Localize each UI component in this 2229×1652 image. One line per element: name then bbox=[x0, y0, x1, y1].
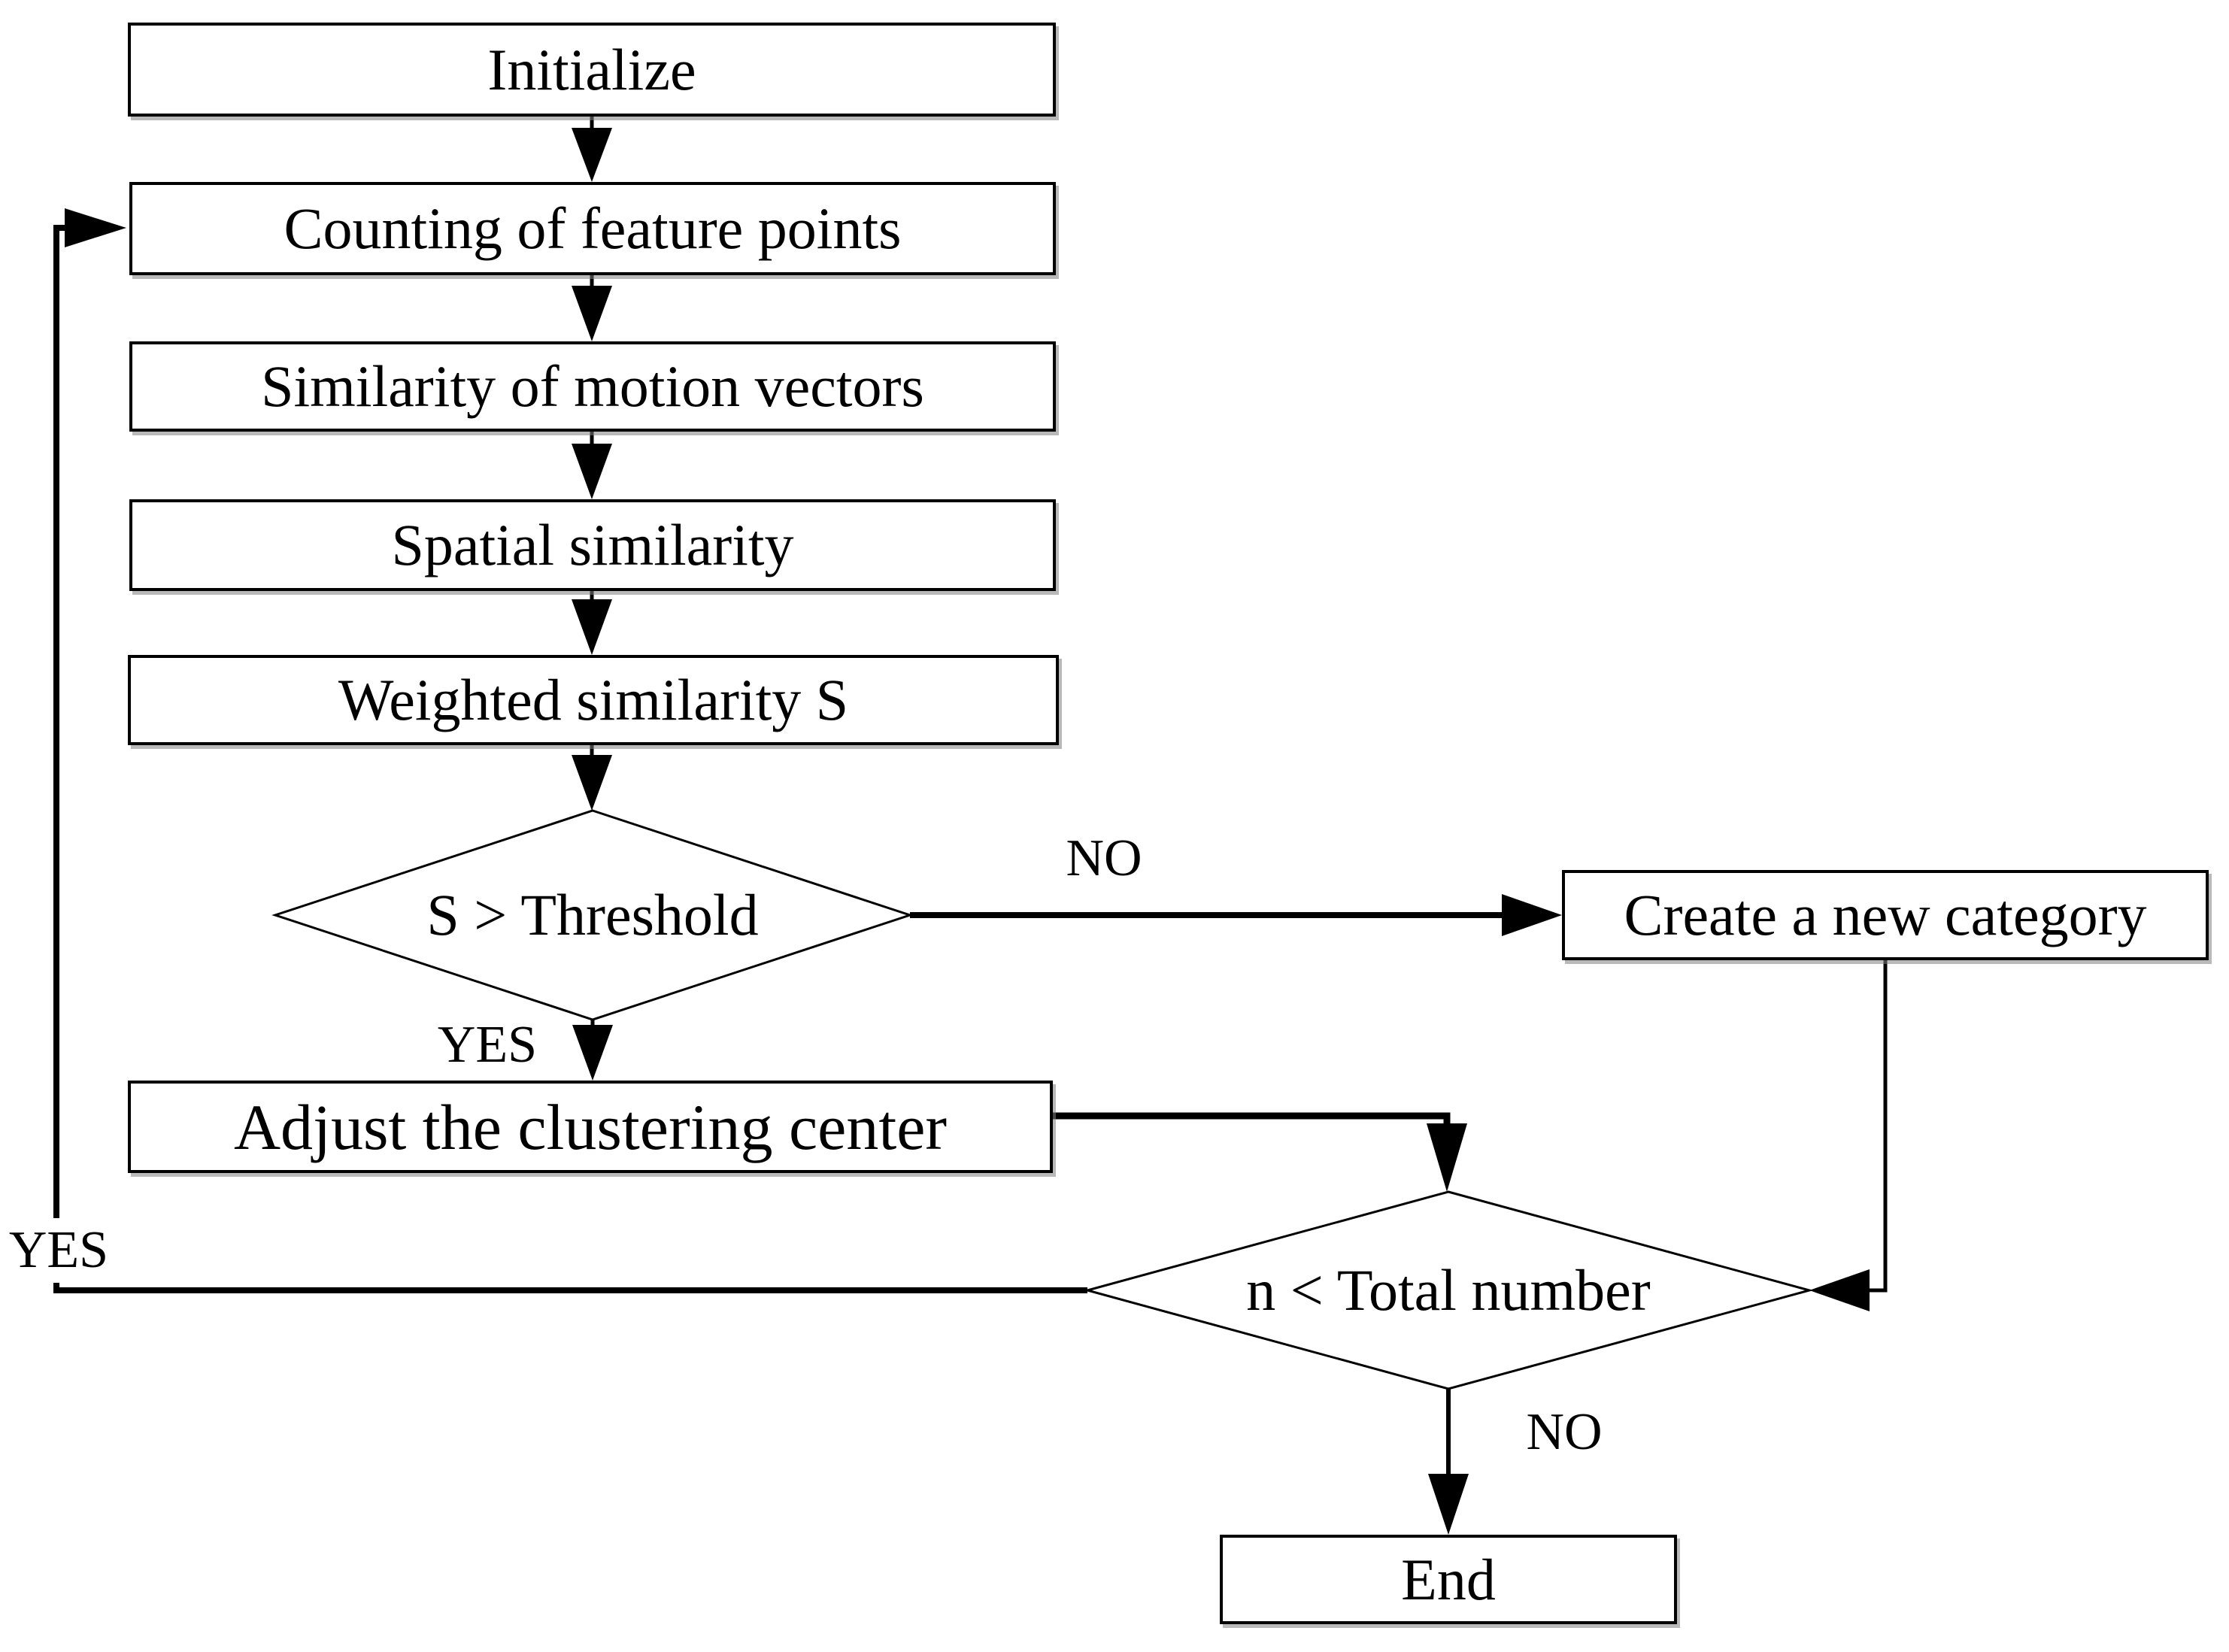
connector-create-to-total bbox=[1868, 960, 1888, 1293]
connector-adjust-to-total bbox=[1053, 1112, 1451, 1129]
node-similarity-motion-vectors: Similarity of motion vectors bbox=[129, 341, 1056, 432]
decision-total-label: n < Total number bbox=[1246, 1257, 1651, 1323]
connector-total-yes-loop bbox=[53, 225, 1087, 1293]
arrow-counting-to-similarity-head bbox=[572, 286, 612, 341]
node-counting-feature-points: Counting of feature points bbox=[129, 182, 1056, 275]
arrow-adjust-to-total-head bbox=[1427, 1123, 1467, 1192]
node-create-new-category: Create a new category bbox=[1562, 870, 2209, 960]
arrow-create-to-total-head bbox=[1809, 1269, 1870, 1311]
arrow-similarity-to-spatial-head bbox=[572, 444, 612, 499]
node-end: End bbox=[1220, 1535, 1677, 1624]
edge-label-total-no: NO bbox=[1526, 1403, 1603, 1461]
node-initialize: Initialize bbox=[128, 23, 1056, 117]
arrow-total-no-head bbox=[1428, 1474, 1469, 1535]
node-weighted-similarity: Weighted similarity S bbox=[128, 655, 1059, 745]
edge-label-threshold-no: NO bbox=[1066, 829, 1142, 887]
arrow-weighted-to-threshold-head bbox=[572, 755, 612, 811]
edge-label-threshold-yes: YES bbox=[437, 1016, 538, 1074]
arrow-initialize-to-counting-head bbox=[572, 128, 612, 182]
node-adjust-clustering-center: Adjust the clustering center bbox=[128, 1081, 1053, 1173]
arrow-threshold-no-head bbox=[1502, 894, 1562, 936]
arrow-threshold-yes-head bbox=[572, 1025, 613, 1081]
edge-label-total-yes: YES bbox=[6, 1218, 111, 1283]
arrow-total-yes-head bbox=[65, 208, 126, 247]
arrow-spatial-to-weighted-head bbox=[572, 599, 612, 655]
decision-threshold-label: S > Threshold bbox=[426, 882, 759, 947]
node-spatial-similarity: Spatial similarity bbox=[129, 499, 1056, 591]
